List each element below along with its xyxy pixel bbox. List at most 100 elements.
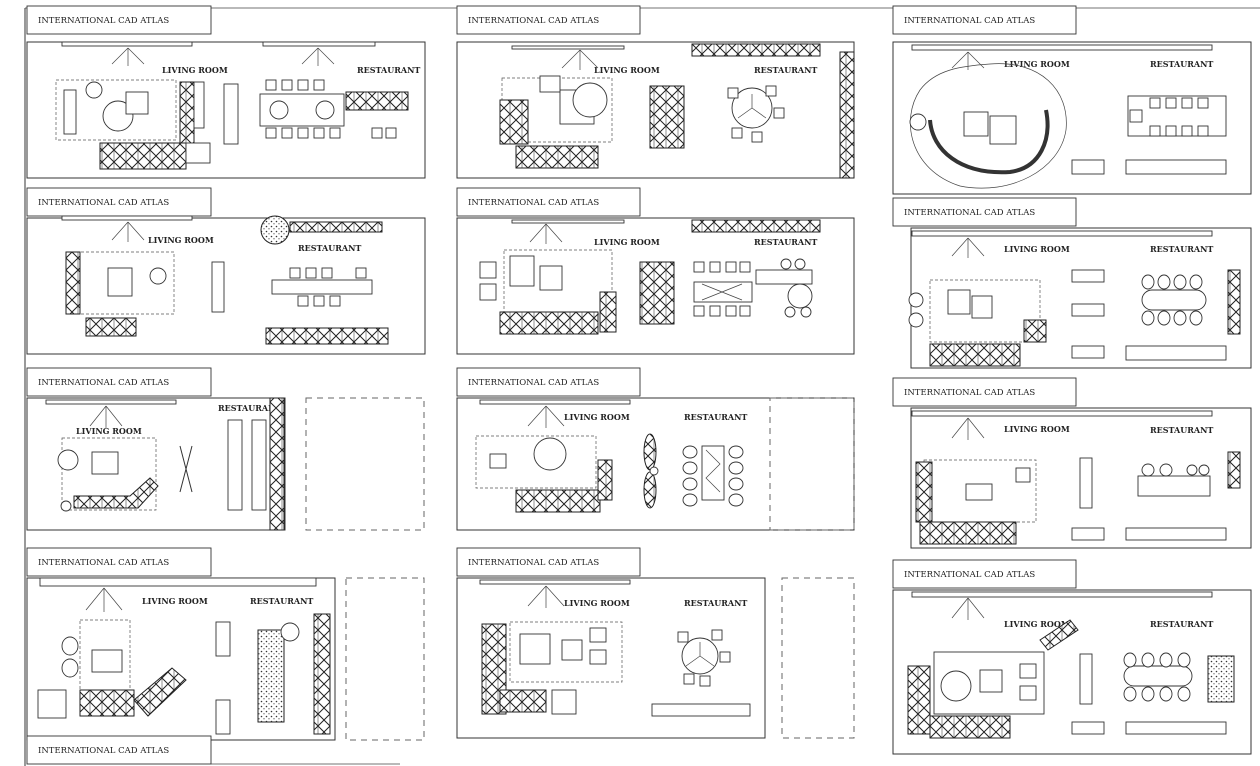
panel-12-stone-cabinet <box>1207 655 1235 703</box>
panel-9-restaurant-label: RESTAURANT <box>1150 425 1213 435</box>
panel-10-chair-2 <box>61 658 79 678</box>
panel-4-coffee-table <box>107 267 133 297</box>
panel-12-ottoman <box>979 669 1003 693</box>
panel-6-title-box <box>892 197 1077 227</box>
panel-10-view-lines <box>85 587 123 612</box>
panel-2-title: INTERNATIONAL CAD ATLAS <box>468 16 599 26</box>
panel-8-tv-wall <box>479 399 631 405</box>
panel-7-restaurant-label: RESTAURANT <box>218 403 281 413</box>
panel-2-title-box <box>456 5 641 35</box>
panel-10-dining-table <box>257 629 285 723</box>
panel-6-ottoman <box>971 295 993 319</box>
panel-3-living-room-label: LIVING ROOM <box>1004 59 1070 69</box>
panel-1-view-lines-2 <box>301 47 335 66</box>
panel-12-title: INTERNATIONAL CAD ATLAS <box>904 570 1035 580</box>
panel-1-tv-wall <box>61 41 193 47</box>
panel-3-view-lines <box>951 51 985 70</box>
panel-8: INTERNATIONAL CAD ATLAS LIVING ROOM REST… <box>456 367 855 531</box>
panel-8-dining-chairs <box>682 445 744 507</box>
panel-1-living-room-label: LIVING ROOM <box>162 65 228 75</box>
panel-12-restaurant-label: RESTAURANT <box>1150 619 1213 629</box>
panel-10-title: INTERNATIONAL CAD ATLAS <box>38 558 169 568</box>
panel-7-side-table <box>60 500 72 512</box>
panel-5-dining-table <box>693 281 753 303</box>
panel-3-frame <box>892 41 1252 195</box>
panel-8-living-room-label: LIVING ROOM <box>564 412 630 422</box>
panel-6-sofa-main <box>929 343 1021 367</box>
panel-8-leaf-sculpture-2 <box>643 471 657 509</box>
panel-4-view-lines <box>111 221 145 242</box>
panel-11-dining-chairs <box>677 629 731 687</box>
panel-8-leaf-sculpture-1 <box>643 433 657 471</box>
panel-9-living-room-label: LIVING ROOM <box>1004 424 1070 434</box>
panel-3-bench-1 <box>1071 159 1105 175</box>
panel-7-tv-wall <box>45 399 177 405</box>
panel-5-chair-1 <box>479 261 497 279</box>
panel-5-living-room-label: LIVING ROOM <box>594 237 660 247</box>
panel-2-view-lines <box>561 49 599 70</box>
panel-6-title: INTERNATIONAL CAD ATLAS <box>904 208 1035 218</box>
panel-13-title-box <box>26 735 212 765</box>
panel-3-restaurant-label: RESTAURANT <box>1150 59 1213 69</box>
panel-12-sofa-side <box>907 665 931 735</box>
panel-7-living-room-label: LIVING ROOM <box>76 426 142 436</box>
panel-11-restaurant-label: RESTAURANT <box>684 598 747 608</box>
panel-8-title: INTERNATIONAL CAD ATLAS <box>468 378 599 388</box>
panel-12-frame <box>892 589 1252 755</box>
panel-4-armchair <box>149 267 167 285</box>
panel-10-coffee-table <box>91 649 123 673</box>
panel-5-ottoman <box>539 265 563 291</box>
panel-7-partition-cross <box>179 445 193 493</box>
panel-4-sofa-main <box>85 317 137 337</box>
panel-8-view-lines <box>527 405 565 428</box>
panel-10-round-stool <box>280 622 300 642</box>
panel-7-title-box <box>26 367 212 397</box>
panel-1-frame <box>26 41 426 179</box>
panel-11-frame <box>456 577 766 739</box>
panel-5-coffee-table <box>509 255 535 287</box>
panel-1-coffee-table <box>102 100 134 132</box>
panel-9-tv-wall <box>911 410 1213 417</box>
panel-5-chair-2 <box>479 283 497 301</box>
panel-6-sofa-corner <box>1023 319 1047 343</box>
panel-6-wall-cabinet <box>1227 269 1241 335</box>
panel-10-title-box <box>26 547 212 577</box>
panel-2-round-table <box>572 82 608 118</box>
panel-1-side-bench <box>63 89 77 135</box>
panel-3-coffee-table-2 <box>989 115 1017 145</box>
panel-6-view-lines <box>951 237 985 258</box>
panel-7-coffee-table <box>91 451 119 475</box>
panel-1-dining-chairs <box>265 79 397 139</box>
panel-3-bench-2 <box>1125 159 1227 175</box>
panel-9-bench <box>1071 527 1105 541</box>
panel-1-rug <box>55 79 177 141</box>
panel-7-sofa-angled <box>73 477 159 509</box>
panel-1-ottoman <box>125 91 149 115</box>
panel-5-frame <box>456 217 855 355</box>
panel-8-round-coffee-table <box>533 437 567 471</box>
panel-2-restaurant-label: RESTAURANT <box>754 65 817 75</box>
panel-4-tv-wall <box>61 215 193 221</box>
panel-2-shelf <box>691 43 821 57</box>
panel-12-title-box <box>892 559 1077 589</box>
panel-7-wall-cabinet <box>269 397 285 531</box>
panel-8-sofa-side <box>597 459 613 501</box>
panel-7: INTERNATIONAL CAD ATLAS LIVING ROOM REST… <box>26 367 425 531</box>
panel-7-dining-table-1 <box>227 419 243 511</box>
panel-1-console <box>223 83 239 145</box>
panel-10: INTERNATIONAL CAD ATLAS LIVING ROOM REST… <box>26 547 425 741</box>
panel-11-living-room-label: LIVING ROOM <box>564 598 630 608</box>
panel-2-bookcase <box>649 85 685 149</box>
panel-1-restaurant-label: RESTAURANT <box>357 65 420 75</box>
panel-4-sofa-side <box>65 251 81 315</box>
panel-6-chair-1 <box>908 292 924 308</box>
panel-4-shelf <box>289 221 383 233</box>
panel-12-console <box>1079 653 1093 705</box>
panel-9-title-box <box>892 377 1077 407</box>
panel-9-wall-cabinet <box>1227 451 1241 489</box>
panel-3-coffee-table-1 <box>963 111 989 137</box>
panel-3-dining-chairs <box>1149 97 1209 137</box>
panel-1-sofa-back <box>193 81 205 129</box>
panel-3-chair <box>909 113 927 131</box>
